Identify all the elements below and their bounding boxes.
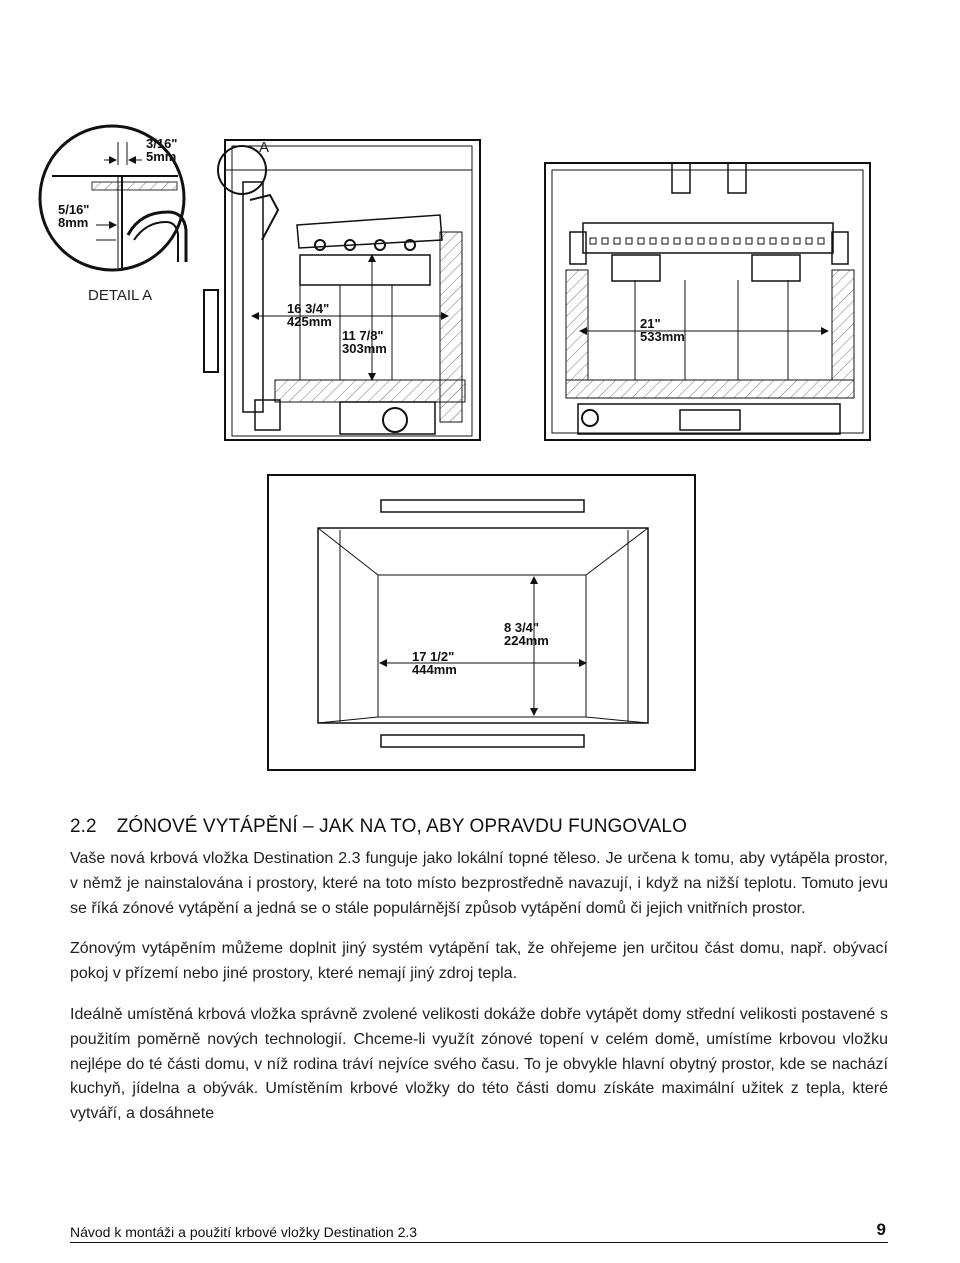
side-dim-inner-2: 303mm [342,341,387,356]
front-dim-width-2: 533mm [640,329,685,344]
front-view-drawing [544,162,871,441]
detail-a-drawing [38,124,188,272]
face-dim-height-1: 8 3/4" [504,620,539,635]
face-dim-width-2: 444mm [412,662,457,677]
detail-dim-top-1: 3/16" [146,136,177,151]
paragraph-3: Ideálně umístěná krbová vložka správně z… [70,1005,888,1123]
face-dim-height-2: 224mm [504,633,549,648]
section-heading: 2.2 ZÓNOVÉ VYTÁPĚNÍ – JAK NA TO, ABY OPRA… [70,816,687,838]
section-title: ZÓNOVÉ VYTÁPĚNÍ – JAK NA TO, ABY OPRAVDU… [116,816,687,837]
face-view-drawing [267,474,696,771]
detail-a-label: DETAIL A [88,287,152,304]
detail-dim-top-2: 5mm [146,149,176,164]
front-dim-width-1: 21" [640,316,661,331]
side-dim-depth-1: 16 3/4" [287,301,329,316]
section-number: 2.2 [70,816,97,837]
section-body: Vaše nová krbová vložka Destination 2.3 … [70,847,888,1143]
detail-dim-left-1: 5/16" [58,202,89,217]
page-footer: Návod k montáži a použití krbové vložky … [70,1220,888,1243]
side-view-drawing [203,139,481,441]
detail-dim-left-2: 8mm [58,215,88,230]
page-number: 9 [876,1220,886,1239]
paragraph-2: Zónovým vytápěním můžeme doplnit jiný sy… [70,940,888,983]
side-dim-depth-2: 425mm [287,314,332,329]
side-dim-inner-1: 11 7/8" [342,328,384,343]
technical-drawings: 3/16" 5mm 5/16" 8mm DETAIL A A 16 3/4" 4… [38,124,871,771]
face-dim-width-1: 17 1/2" [412,649,454,664]
detail-a-callout: A [259,139,269,156]
footer-text: Návod k montáži a použití krbové vložky … [70,1224,418,1240]
paragraph-1: Vaše nová krbová vložka Destination 2.3 … [70,850,888,917]
